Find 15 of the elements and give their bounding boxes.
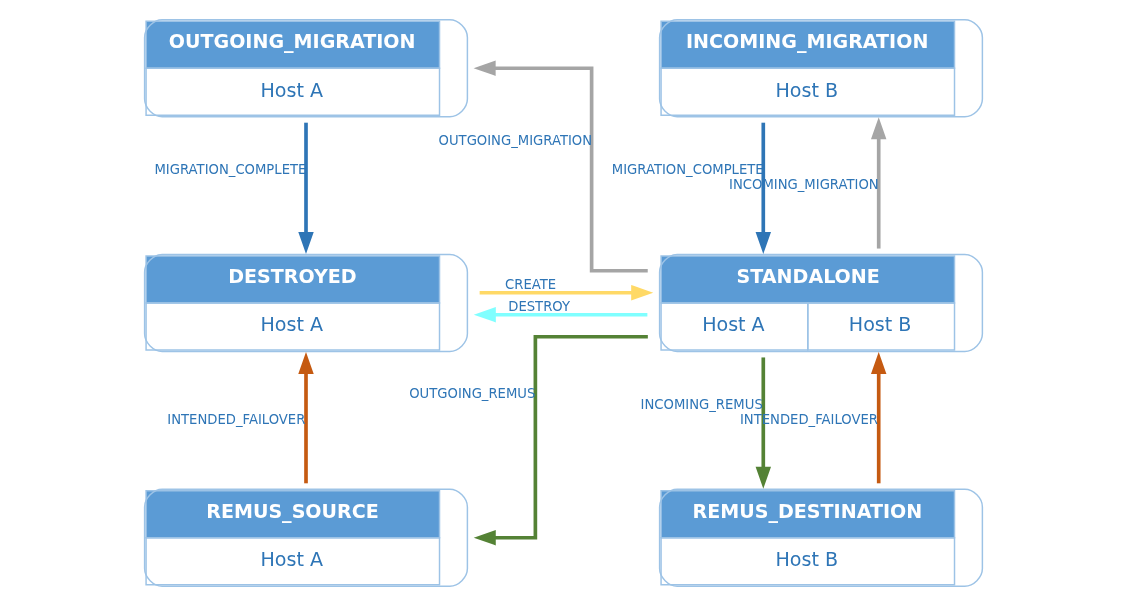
edge-label: OUTGOING_MIGRATION [438, 132, 592, 148]
arrow [297, 352, 314, 484]
arrow [870, 117, 886, 249]
arrow [755, 122, 771, 254]
edge-label: DESTROY [507, 298, 570, 314]
edge-label: MIGRATION_COMPLETE [611, 162, 764, 178]
arrow [297, 122, 314, 254]
edge-label: CREATE [504, 276, 556, 292]
arrow [479, 285, 653, 301]
arrow [473, 334, 648, 546]
edge-label: INCOMING_REMUS [640, 396, 763, 412]
arrow [473, 60, 648, 273]
arrow [473, 307, 647, 323]
arrow [870, 352, 886, 484]
arrow [755, 357, 771, 489]
